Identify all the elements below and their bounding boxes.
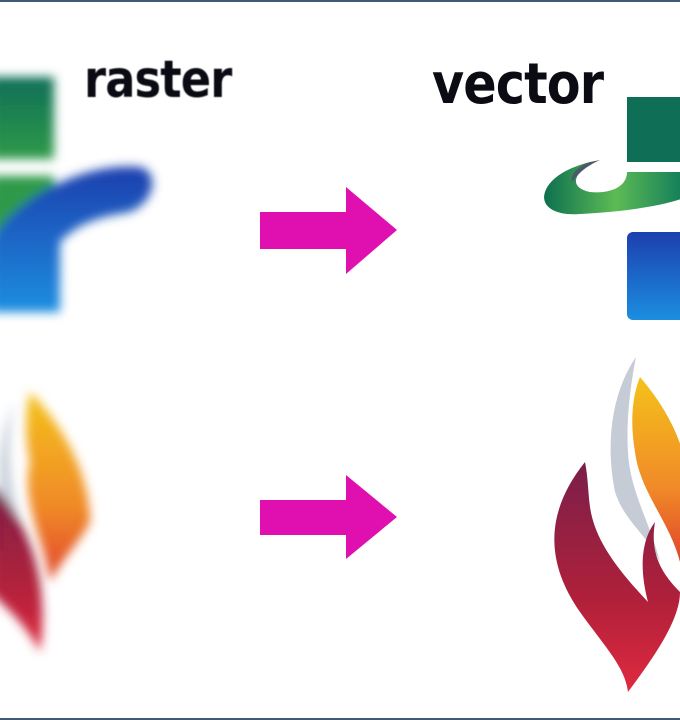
raster-label: raster [84,50,232,110]
arrow-right-icon [260,475,397,559]
vector-flame-icon [554,357,680,692]
arrow-right-icon [260,187,397,274]
blurred-logo-icon [0,77,153,312]
blurred-flame-icon [0,392,90,652]
vector-label: vector [432,52,604,117]
vector-logo-icon [544,97,680,320]
